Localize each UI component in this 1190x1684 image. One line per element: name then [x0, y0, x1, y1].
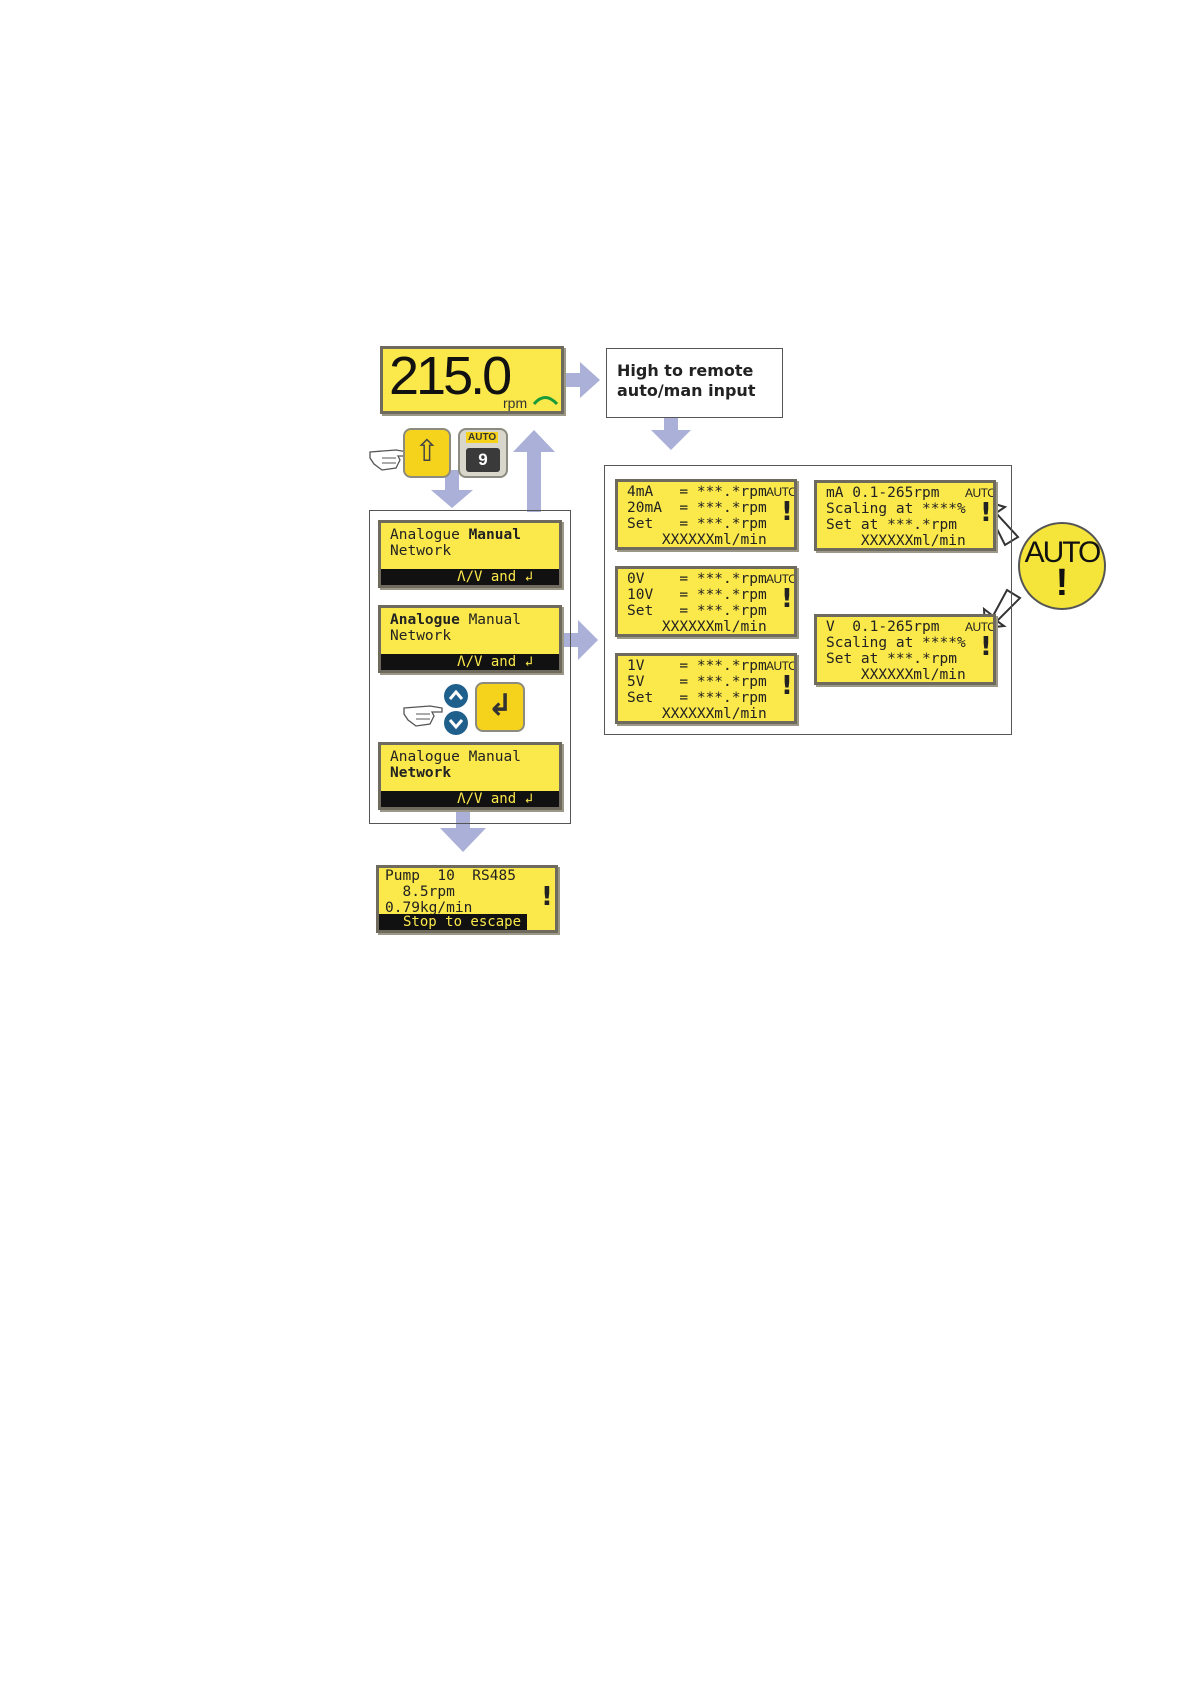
mode-selection-frame — [369, 510, 571, 824]
network-line-2: 8.5rpm — [385, 884, 455, 900]
up-key-icon[interactable] — [443, 683, 469, 709]
warning-exclamation: ! — [781, 584, 793, 614]
auto-key-number: 9 — [466, 448, 500, 472]
mode-screen-manual: Analogue Manual Network Λ/V and ↲ — [378, 520, 562, 588]
mode-word-analogue: Analogue — [390, 749, 460, 765]
mode-word-manual: Manual — [468, 612, 521, 628]
mode-word-manual: Manual — [468, 749, 521, 765]
enter-icon: ↲ — [487, 688, 513, 723]
scale-line-2: Scaling at ****% — [826, 635, 966, 651]
mode-word-analogue: Analogue — [390, 527, 460, 543]
arrow-down-1 — [651, 416, 691, 450]
auto-key-label: AUTO — [466, 432, 499, 443]
cal-line-2: 10V = ***.*rpm — [627, 587, 767, 603]
cal-line-1: 0V = ***.*rpm — [627, 571, 767, 587]
scale-line-4: XXXXXXml/min — [826, 667, 966, 683]
mode-screen-analogue: Analogue Manual Network Λ/V and ↲ — [378, 605, 562, 673]
cal-line-3: Set = ***.*rpm — [627, 690, 767, 706]
cal-line-4: XXXXXXml/min — [627, 706, 767, 722]
scaling-screen-ma: mA 0.1-265rpm Scaling at ****% Set at **… — [814, 480, 996, 551]
mode-word-network: Network — [390, 765, 452, 781]
up-arrow-icon: ⇧ — [414, 434, 440, 469]
cal-line-4: XXXXXXml/min — [627, 532, 767, 548]
calibration-screen-10v: 0V = ***.*rpm 10V = ***.*rpm Set = ***.*… — [615, 566, 797, 637]
down-key-icon[interactable] — [443, 710, 469, 736]
auto-key-button[interactable]: AUTO 9 — [458, 428, 508, 478]
network-line-1: Pump 10 RS485 — [385, 868, 516, 884]
calibration-frame — [604, 465, 1012, 735]
warning-exclamation: ! — [781, 497, 793, 527]
calibration-screen-5v: 1V = ***.*rpm 5V = ***.*rpm Set = ***.*r… — [615, 653, 797, 724]
mode-screen-network: Analogue Manual Network Λ/V and ↲ — [378, 742, 562, 810]
mode-word-analogue: Analogue — [390, 612, 460, 628]
warning-exclamation: ! — [541, 882, 553, 912]
network-status-screen: Pump 10 RS485 8.5rpm 0.79kg/min Stop to … — [376, 865, 558, 933]
cal-line-3: Set = ***.*rpm — [627, 516, 767, 532]
note-line-1: High to remote — [617, 361, 754, 380]
cal-line-4: XXXXXXml/min — [627, 619, 767, 635]
up-key-button[interactable]: ⇧ — [403, 428, 451, 478]
mode-word-manual: Manual — [468, 527, 521, 543]
rpm-unit: rpm — [503, 395, 528, 411]
mode-hint-bar: Λ/V and ↲ — [381, 654, 559, 670]
pointing-hand-icon — [403, 705, 443, 727]
scale-line-1: mA 0.1-265rpm — [826, 485, 940, 501]
mode-word-network: Network — [390, 628, 452, 644]
arrow-right-1 — [560, 362, 600, 398]
auto-warning-badge: AUTO ! — [1018, 522, 1106, 610]
cal-line-2: 20mA = ***.*rpm — [627, 500, 767, 516]
scale-line-3: Set at ***.*rpm — [826, 651, 957, 667]
warning-exclamation: ! — [781, 671, 793, 701]
auto-tag: AUTO — [766, 659, 797, 673]
main-rpm-display: 215.0 rpm — [380, 346, 564, 414]
auto-badge-text: AUTO — [1024, 536, 1102, 569]
rotation-icon — [532, 396, 559, 406]
scale-line-1: V 0.1-265rpm — [826, 619, 940, 635]
network-hint-bar: Stop to escape — [379, 914, 527, 930]
auto-tag: AUTO — [965, 620, 996, 634]
enter-key-button[interactable]: ↲ — [475, 682, 525, 732]
auto-tag: AUTO — [766, 485, 797, 499]
remote-input-note: High to remote auto/man input — [606, 348, 783, 418]
warning-exclamation: ! — [980, 632, 992, 662]
auto-tag: AUTO — [965, 486, 996, 500]
rpm-value: 215.0 — [389, 346, 512, 406]
network-line-3: 0.79kg/min — [385, 900, 473, 916]
calibration-screen-ma: 4mA = ***.*rpm 20mA = ***.*rpm Set = ***… — [615, 479, 797, 550]
cal-line-2: 5V = ***.*rpm — [627, 674, 767, 690]
warning-exclamation: ! — [980, 498, 992, 528]
mode-hint-bar: Λ/V and ↲ — [381, 569, 559, 585]
scale-line-3: Set at ***.*rpm — [826, 517, 957, 533]
cal-line-1: 4mA = ***.*rpm — [627, 484, 767, 500]
mode-hint-bar: Λ/V and ↲ — [381, 791, 559, 807]
arrow-up-1 — [513, 430, 555, 512]
mode-word-network: Network — [390, 543, 452, 559]
note-line-2: auto/man input — [617, 381, 756, 400]
cal-line-3: Set = ***.*rpm — [627, 603, 767, 619]
cal-line-1: 1V = ***.*rpm — [627, 658, 767, 674]
auto-badge-mark: ! — [1055, 562, 1069, 604]
scale-line-2: Scaling at ****% — [826, 501, 966, 517]
auto-tag: AUTO — [766, 572, 797, 586]
scale-line-4: XXXXXXml/min — [826, 533, 966, 549]
scaling-screen-v: V 0.1-265rpm Scaling at ****% Set at ***… — [814, 614, 996, 685]
